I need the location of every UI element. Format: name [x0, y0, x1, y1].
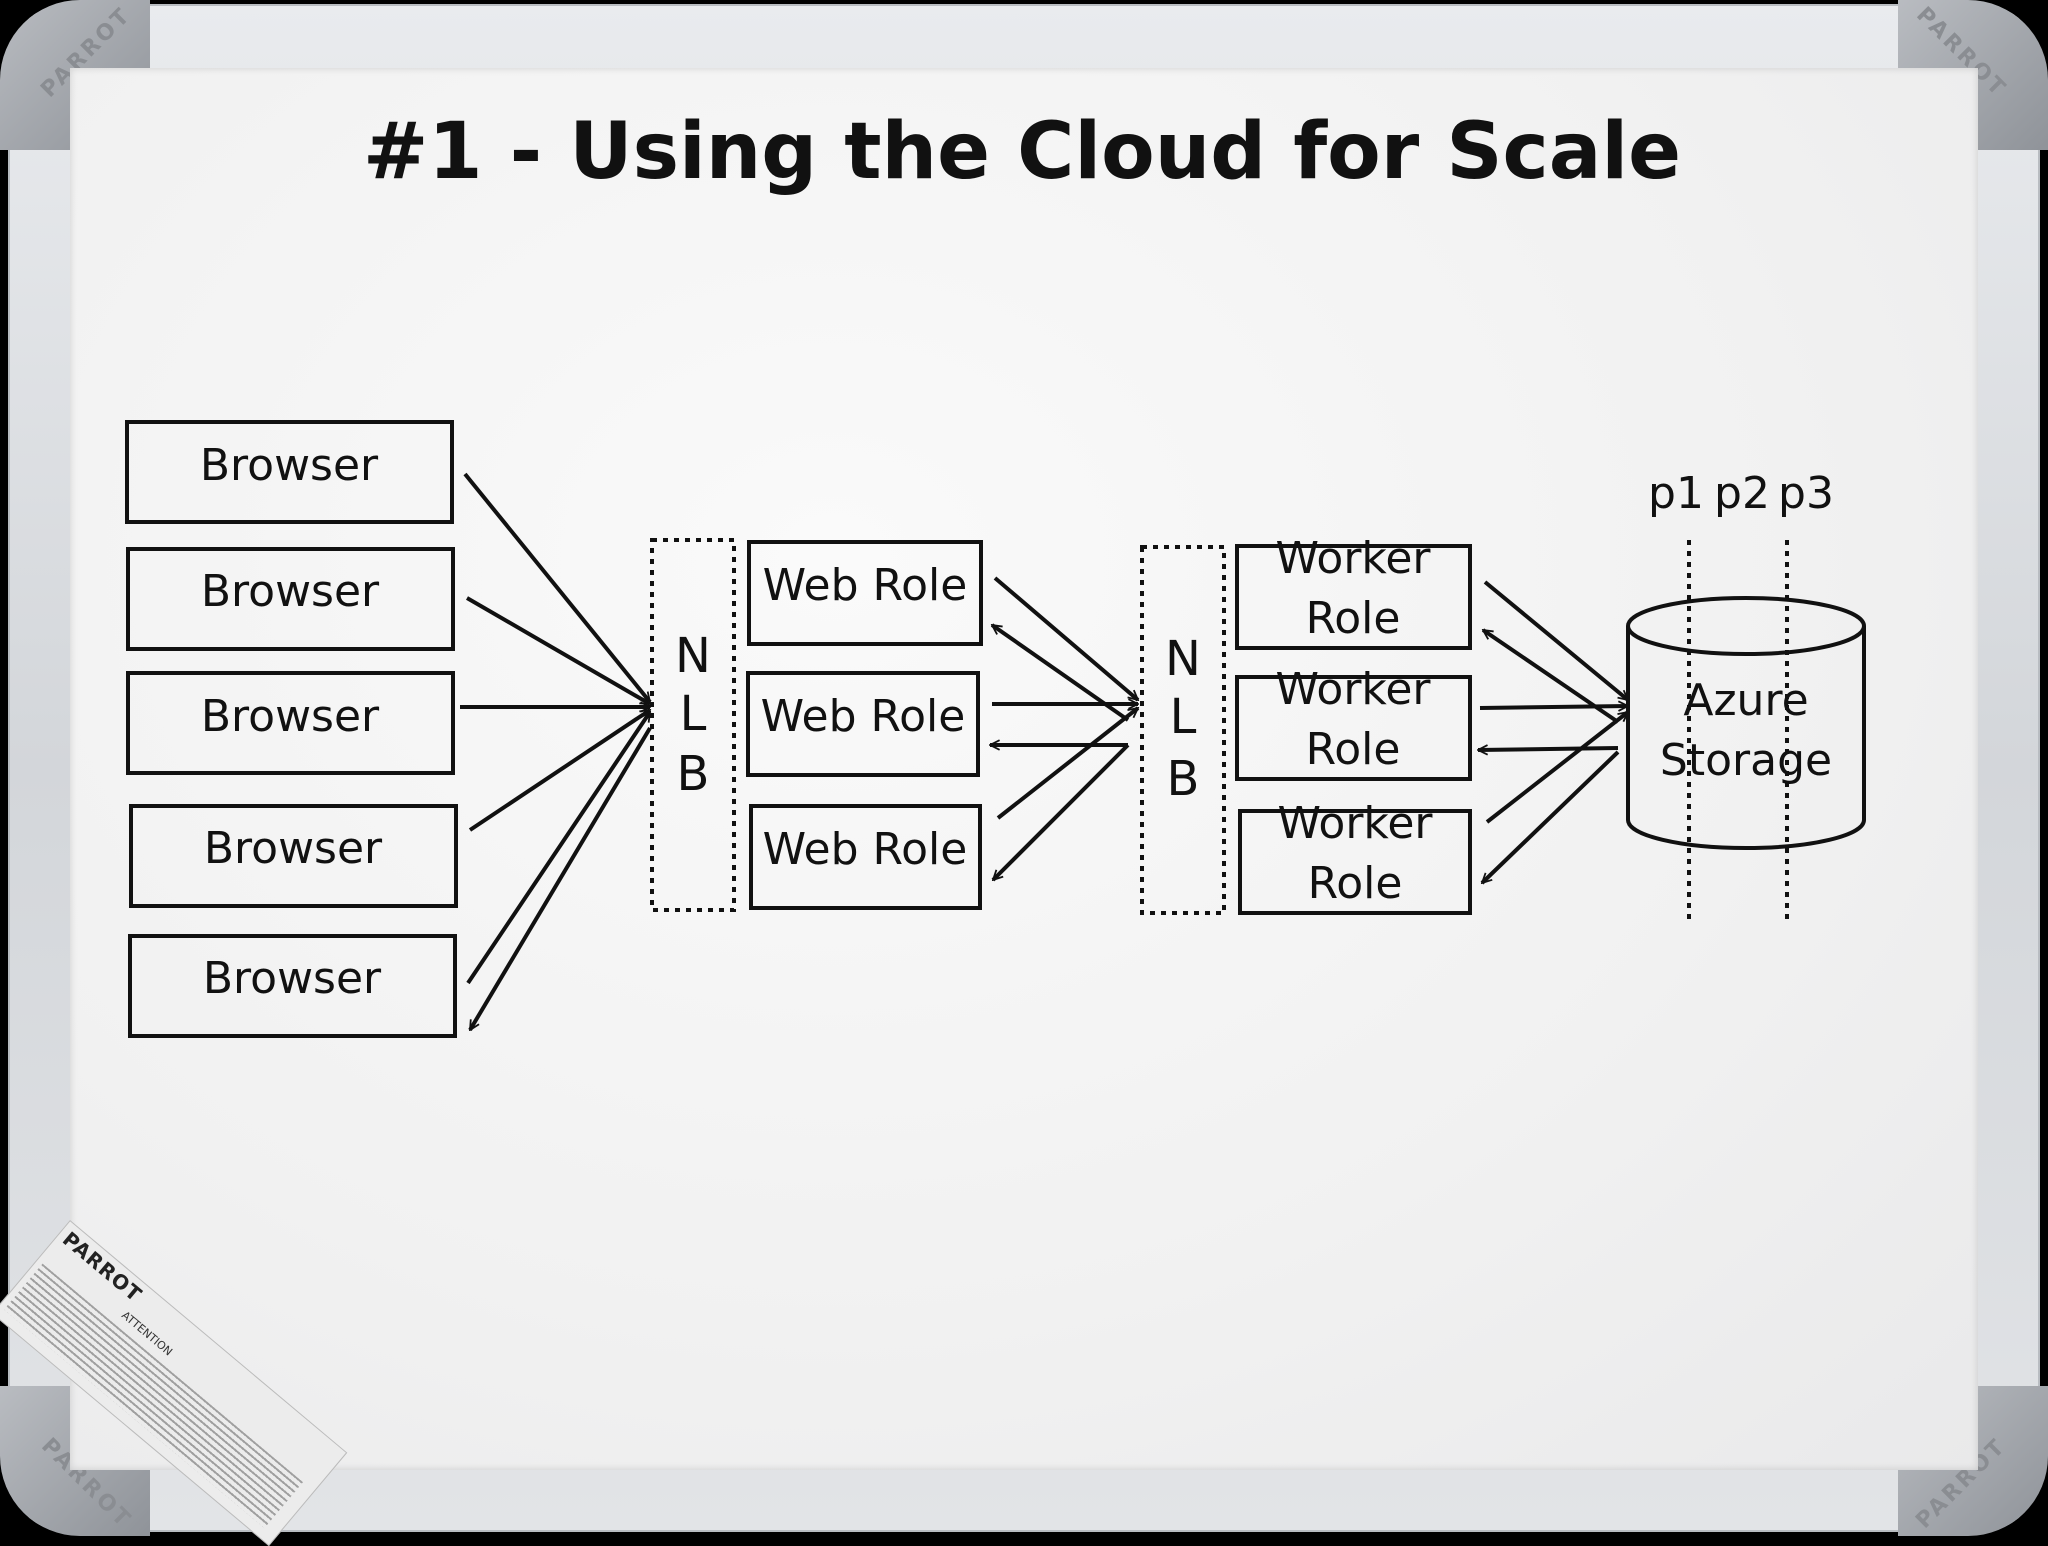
browser-box: Browser: [128, 934, 457, 1038]
worker-role-label: Worker: [1275, 533, 1431, 584]
lb-letter: L: [680, 686, 707, 742]
diagram-title: #1 - Using the Cloud for Scale: [363, 107, 1681, 197]
browser-column: Browser Browser Browser Browser Browser: [125, 420, 458, 1038]
load-balancer-front: N L B: [650, 538, 736, 912]
worker-role-box: Worker Role: [1235, 664, 1472, 781]
arrow: [1485, 710, 1628, 824]
browser-label: Browser: [201, 691, 380, 742]
storage-label: Storage: [1660, 735, 1832, 786]
browser-box: Browser: [125, 420, 454, 524]
browser-label: Browser: [203, 953, 382, 1004]
partition-label: p1: [1648, 468, 1704, 519]
arrow: [993, 743, 1130, 880]
arrow: [465, 596, 650, 706]
storage-label: Azure: [1683, 675, 1808, 726]
arrow: [1479, 706, 1628, 708]
browser-label: Browser: [200, 440, 379, 491]
web-role-label: Web Role: [761, 691, 966, 742]
worker-role-label: Worker: [1275, 664, 1431, 715]
browser-label: Browser: [204, 823, 383, 874]
arrow: [1482, 750, 1620, 885]
lb-letter: B: [677, 746, 710, 802]
browser-box: Browser: [126, 547, 455, 651]
whiteboard-surface: [70, 68, 1978, 1470]
web-role-box: Web Role: [746, 671, 980, 777]
arrow: [463, 472, 652, 702]
web-role-box: Web Role: [749, 804, 982, 910]
arrow: [1478, 748, 1619, 750]
worker-role-label: Role: [1306, 724, 1401, 775]
arrow: [993, 576, 1138, 702]
web-role-label: Web Role: [763, 560, 968, 611]
web-to-lb-arrows: [990, 576, 1138, 880]
lb-letter: N: [1165, 631, 1201, 687]
web-role-column: Web Role Web Role Web Role: [746, 540, 983, 910]
browser-label: Browser: [201, 566, 380, 617]
azure-storage-cylinder: Azure Storage: [1626, 596, 1866, 850]
web-role-label: Web Role: [763, 824, 968, 875]
partition-label: p3: [1778, 468, 1834, 519]
worker-to-storage-arrows: [1478, 580, 1628, 885]
browser-box: Browser: [129, 804, 458, 908]
worker-role-label: Role: [1306, 593, 1401, 644]
arrow: [1483, 580, 1628, 702]
load-balancer-back: N L B: [1140, 545, 1226, 915]
lb-letter: N: [675, 628, 711, 684]
worker-role-column: Worker Role Worker Role Worker Role: [1235, 533, 1472, 915]
browser-box: Browser: [126, 671, 455, 775]
partition-label: p2: [1714, 468, 1770, 519]
arrow: [466, 712, 652, 985]
worker-role-box: Worker Role: [1235, 533, 1472, 650]
lb-letter: B: [1167, 751, 1200, 807]
arrow: [468, 708, 650, 832]
lb-letter: L: [1170, 689, 1197, 745]
browser-to-lb-arrows: [460, 472, 652, 1030]
web-role-box: Web Role: [747, 540, 983, 646]
arrow: [996, 706, 1138, 820]
worker-role-label: Worker: [1277, 798, 1433, 849]
worker-role-box: Worker Role: [1238, 798, 1472, 915]
worker-role-label: Role: [1308, 858, 1403, 909]
partition-markers: p1 p2 p3: [1648, 468, 1834, 920]
arrow: [468, 726, 652, 1030]
